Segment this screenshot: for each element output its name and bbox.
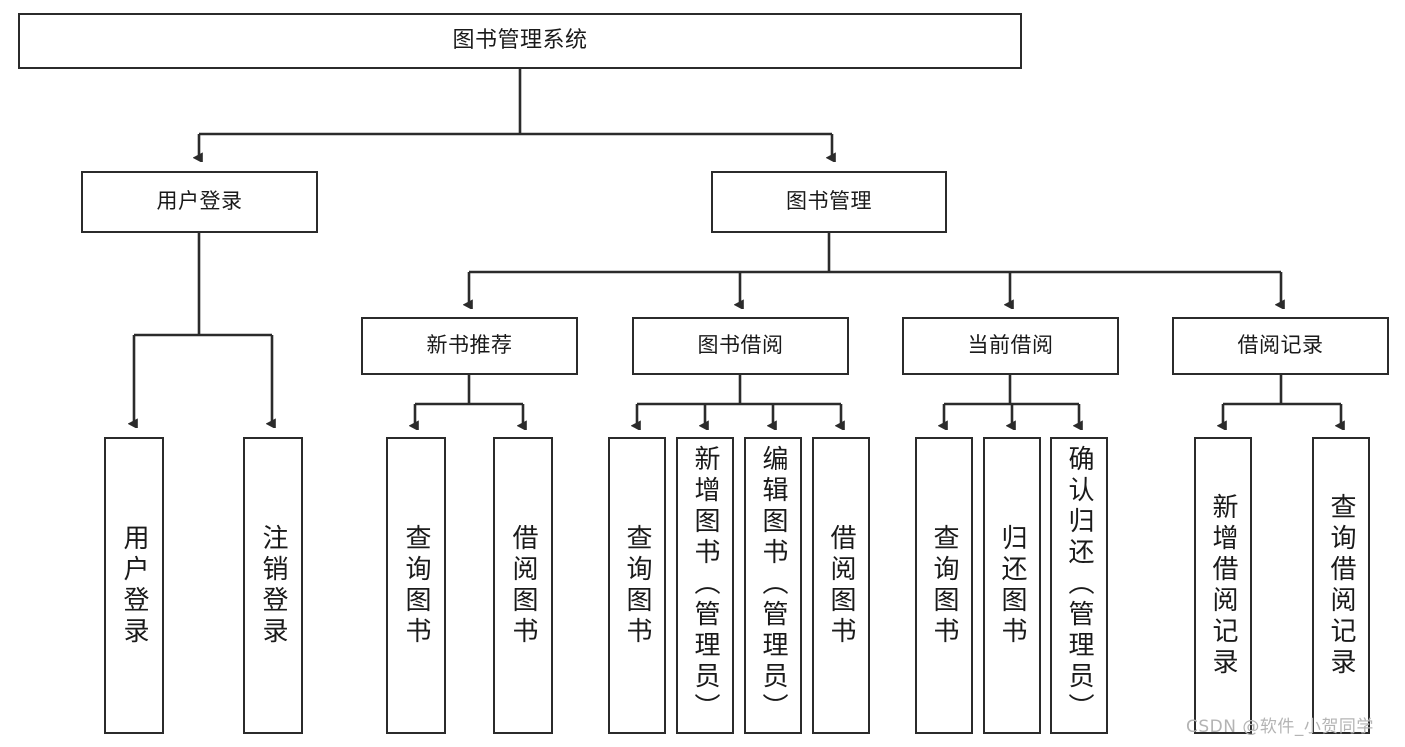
leaf-borrow-book-1-label: 借阅图书 [508,523,538,648]
leaf-borrow-book-2[interactable]: 借阅图书 [812,437,870,734]
node-root-label: 图书管理系统 [452,27,588,53]
node-root[interactable]: 图书管理系统 [18,13,1022,69]
leaf-query-book-3[interactable]: 查询图书 [915,437,973,734]
leaf-query-book-2[interactable]: 查询图书 [608,437,666,734]
leaf-user-login-label: 用户登录 [119,523,149,648]
leaf-confirm-return-label: 确认归还（管理员） [1064,445,1094,724]
leaf-add-record-label: 新增借阅记录 [1208,492,1238,679]
leaf-add-record[interactable]: 新增借阅记录 [1194,437,1252,734]
leaf-user-login[interactable]: 用户登录 [104,437,164,734]
node-borrow-record[interactable]: 借阅记录 [1172,317,1389,375]
leaf-logout-login[interactable]: 注销登录 [243,437,303,734]
node-borrow-record-label: 借阅记录 [1237,333,1324,358]
node-new-book-recommend[interactable]: 新书推荐 [361,317,578,375]
leaf-borrow-book-1[interactable]: 借阅图书 [493,437,553,734]
leaf-query-book-1[interactable]: 查询图书 [386,437,446,734]
node-book-manage-label: 图书管理 [786,189,872,214]
leaf-borrow-book-2-label: 借阅图书 [826,523,856,648]
node-new-book-recommend-label: 新书推荐 [426,333,513,358]
leaf-return-book-label: 归还图书 [997,523,1027,648]
leaf-add-book[interactable]: 新增图书（管理员） [676,437,734,734]
leaf-edit-book-label: 编辑图书（管理员） [758,445,788,724]
csdn-watermark: CSDN @软件_小贺同学 [1186,717,1374,737]
leaf-add-book-label: 新增图书（管理员） [690,445,720,724]
node-book-borrow-label: 图书借阅 [697,333,784,358]
node-book-manage[interactable]: 图书管理 [711,171,947,233]
leaf-query-record-label: 查询借阅记录 [1326,492,1356,679]
node-current-borrow-label: 当前借阅 [967,333,1054,358]
leaf-return-book[interactable]: 归还图书 [983,437,1041,734]
leaf-query-record[interactable]: 查询借阅记录 [1312,437,1370,734]
leaf-query-book-1-label: 查询图书 [401,523,431,648]
leaf-query-book-3-label: 查询图书 [929,523,959,648]
node-book-borrow[interactable]: 图书借阅 [632,317,849,375]
node-user-login[interactable]: 用户登录 [81,171,318,233]
leaf-query-book-2-label: 查询图书 [622,523,652,648]
leaf-logout-login-label: 注销登录 [258,523,288,648]
node-current-borrow[interactable]: 当前借阅 [902,317,1119,375]
node-user-login-label: 用户登录 [156,189,243,214]
leaf-confirm-return[interactable]: 确认归还（管理员） [1050,437,1108,734]
leaf-edit-book[interactable]: 编辑图书（管理员） [744,437,802,734]
